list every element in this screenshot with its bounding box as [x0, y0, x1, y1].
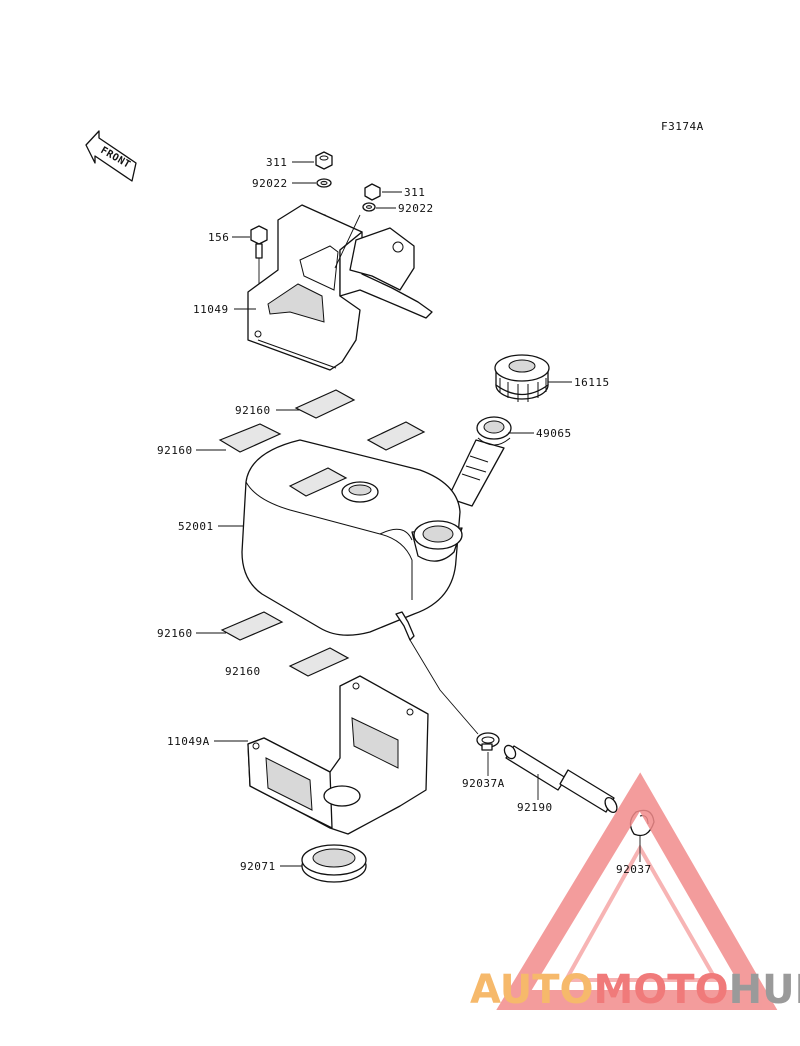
part-label: 92160 [157, 627, 193, 640]
part-label: 11049 [193, 303, 229, 316]
part-label: 92037A [462, 777, 505, 790]
watermark-text: AUTOMOTOHUB [470, 967, 800, 1013]
nut-icon [315, 151, 333, 170]
washer-icon [316, 178, 332, 188]
part-label: 11049A [167, 735, 210, 748]
part-label: 16115 [574, 376, 610, 389]
filler-neck-icon [447, 416, 512, 507]
part-label: 49065 [536, 427, 572, 440]
part-label: 52001 [178, 520, 214, 533]
lower-bracket [247, 675, 429, 835]
upper-bracket [247, 204, 433, 371]
part-label: 92071 [240, 860, 276, 873]
part-label: 92022 [252, 177, 288, 190]
pad-icon [294, 389, 356, 419]
part-label: 92022 [398, 202, 434, 215]
bolt-icon [250, 225, 268, 259]
stud-guide-line [334, 214, 361, 269]
pad-icon [366, 421, 426, 451]
watermark-hub: HUB [729, 967, 800, 1013]
hose-route-line [409, 639, 479, 735]
part-label: 92160 [157, 444, 193, 457]
watermark-logo [496, 772, 778, 1010]
tank-cap-icon [494, 354, 550, 402]
grommet-icon [301, 844, 367, 883]
nut-icon [364, 183, 381, 201]
figure-code: F3174A [661, 120, 704, 133]
part-label: 92190 [517, 801, 553, 814]
tank [241, 439, 463, 641]
pad-icon [220, 611, 284, 641]
clamp-icon [476, 732, 500, 751]
part-label: 311 [266, 156, 287, 169]
watermark-auto: AUTO [470, 967, 594, 1013]
part-label: 92160 [225, 665, 261, 678]
pad-icon [288, 647, 350, 677]
part-label: 92160 [235, 404, 271, 417]
front-arrow-icon: FRONT [85, 130, 137, 182]
hose-icon [503, 744, 618, 814]
watermark-moto: MOTO [594, 967, 729, 1013]
part-label: 92037 [616, 863, 652, 876]
pad-icon [218, 423, 282, 453]
part-label: 311 [404, 186, 425, 199]
part-label: 156 [208, 231, 229, 244]
callouts: 311 92022 311 92022 156 11049 16115 4906… [157, 156, 652, 876]
washer-icon [362, 202, 376, 212]
